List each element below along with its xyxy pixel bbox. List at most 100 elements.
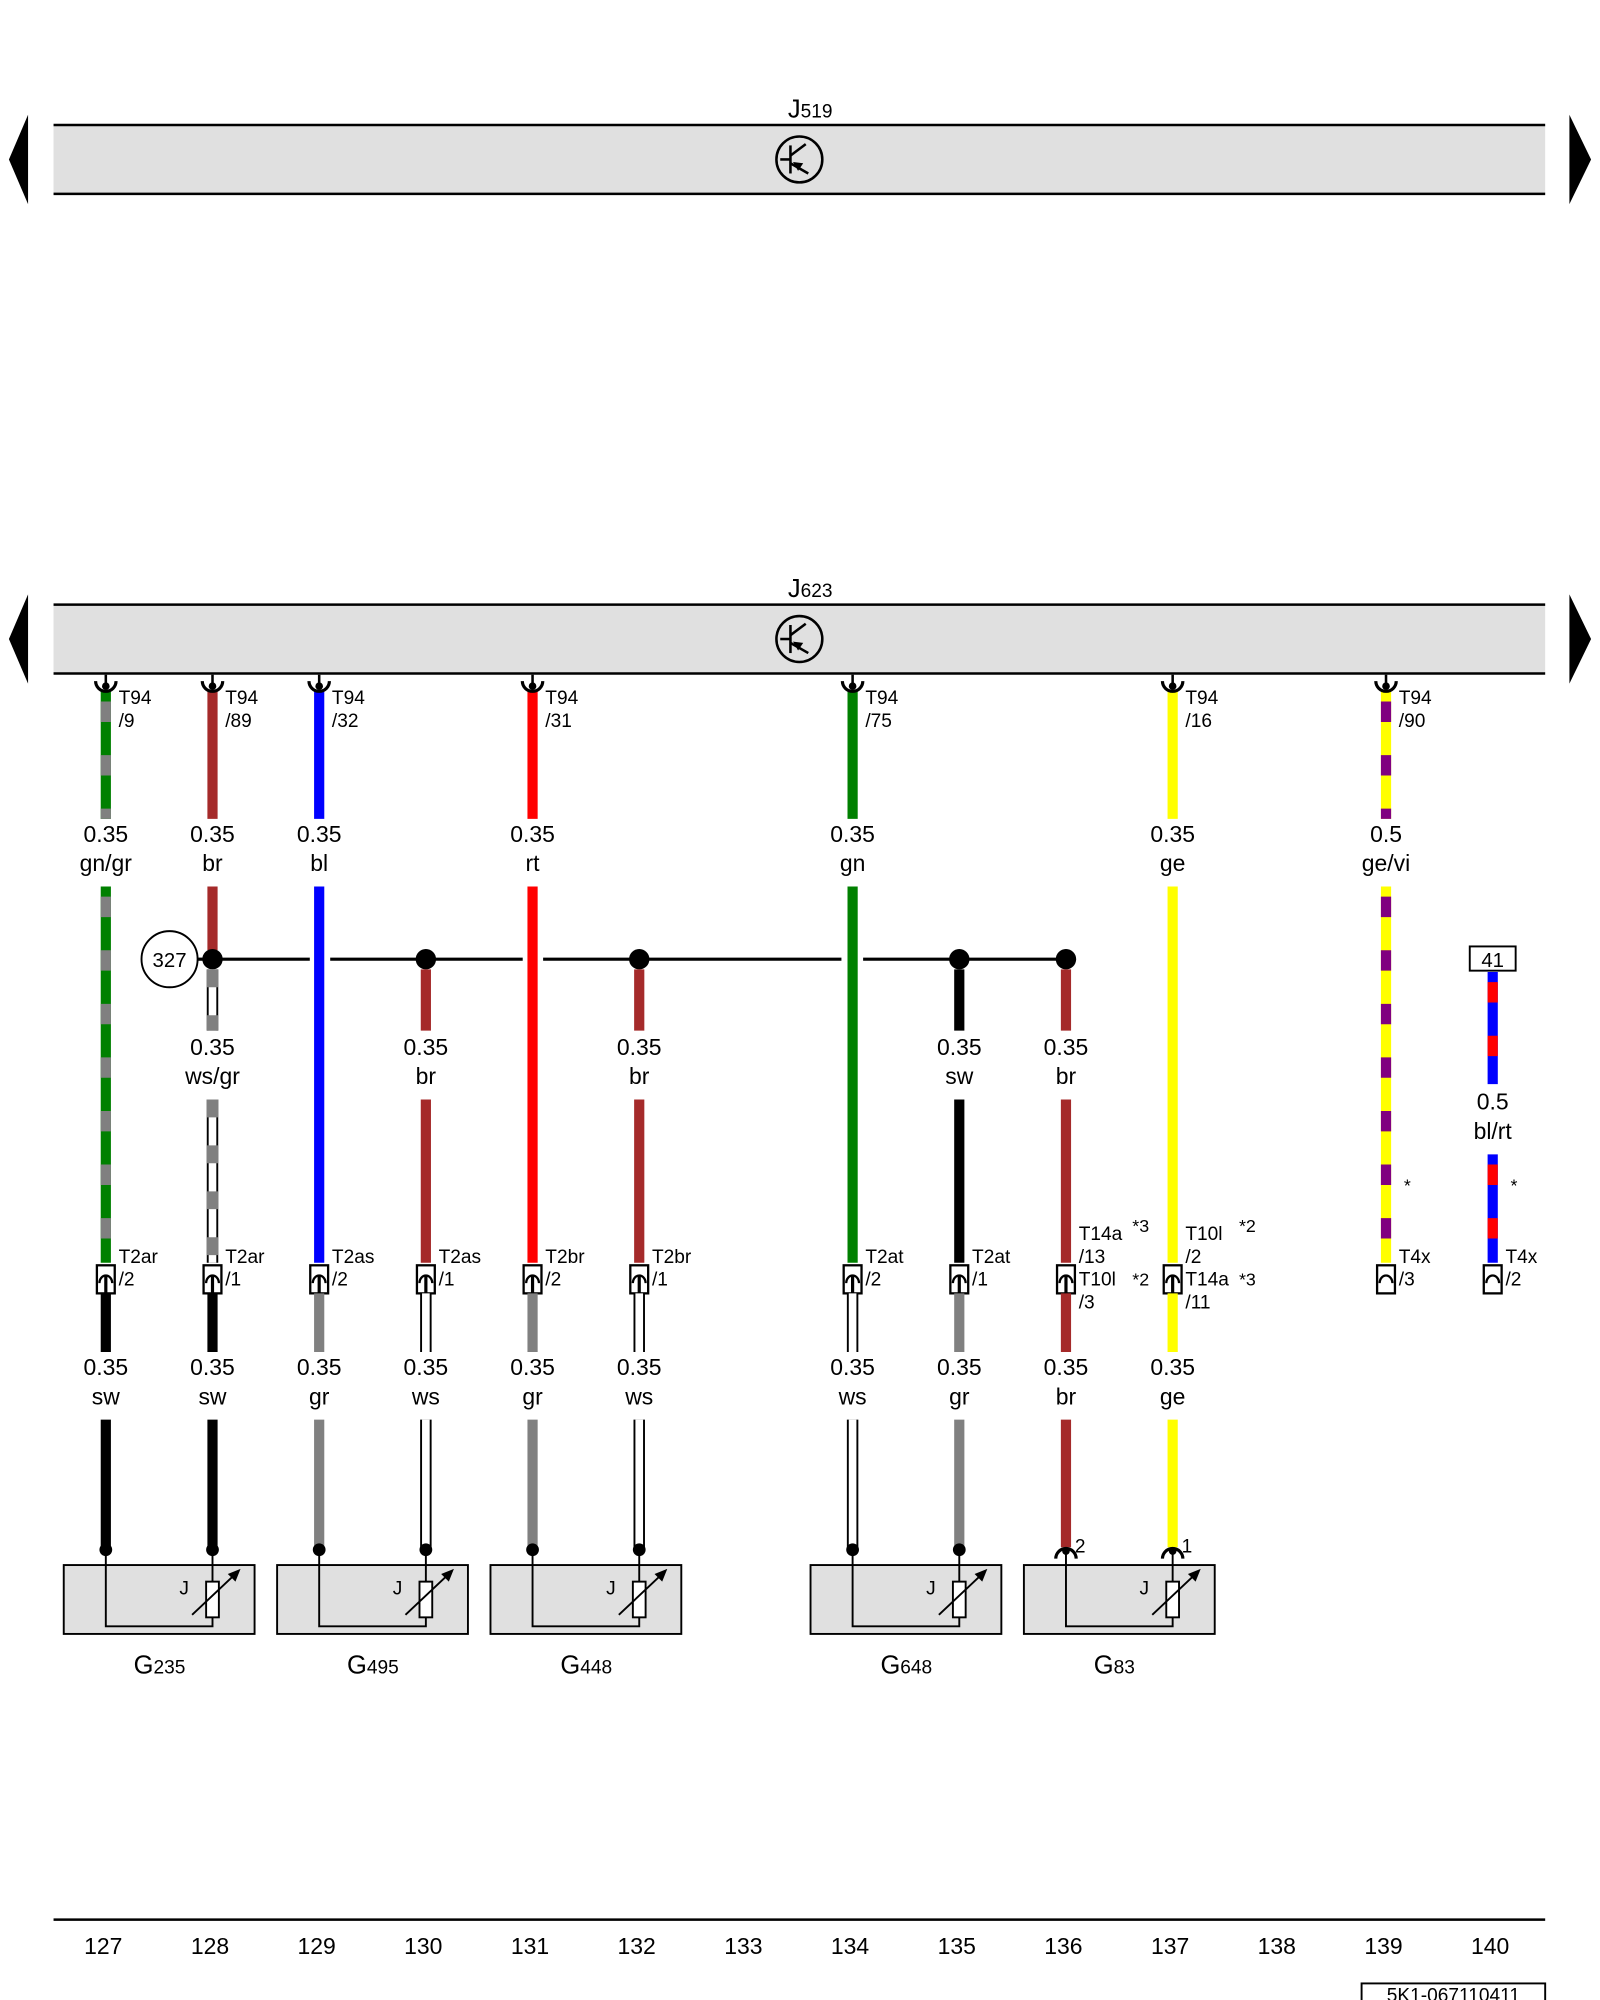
connector-pin-icon [94, 674, 118, 693]
circuit-139: T94/900.5ge/vi*T4x/3 [1362, 674, 1432, 1295]
wire-terminal-dot [419, 1543, 433, 1557]
component-type-label: J [1140, 1578, 1150, 1599]
connector-pin-label: /1 [225, 1270, 241, 1291]
splice-node [949, 948, 970, 970]
connector-label: T94 [1399, 688, 1432, 709]
alt-connector-pin-label: /2 [1185, 1247, 1201, 1268]
footnote-marker: * [1404, 1175, 1411, 1195]
connector-pin-label: /2 [1505, 1270, 1521, 1291]
connector-pin-label: /32 [332, 711, 359, 732]
wire-size-label: 0.35 [1150, 821, 1195, 847]
connector-label: T94 [225, 688, 258, 709]
wire-color-label: br [1056, 1383, 1077, 1409]
splice-node [1055, 948, 1077, 970]
continuation-arrow-left-icon[interactable] [8, 114, 29, 205]
wire-color-label: br [202, 850, 223, 876]
splice-node [415, 948, 437, 970]
wire-terminal-dot [526, 1543, 539, 1557]
wire-color-label: bl/rt [1474, 1118, 1513, 1144]
connector-label: T14a [1185, 1270, 1229, 1291]
footer-code: 5K1-067110411 [1387, 1985, 1520, 2000]
component-number: 448 [580, 1657, 612, 1678]
footnote-marker: *3 [1132, 1216, 1149, 1236]
pin-number: 1 [1182, 1536, 1193, 1557]
connector-label: T10l [1079, 1270, 1116, 1291]
connector-label: T2ar [119, 1247, 159, 1268]
connector-icon [1375, 1264, 1397, 1295]
wire-terminal-dot [632, 1543, 646, 1557]
wire-size-label: 0.35 [190, 1034, 235, 1060]
module-number: 519 [801, 101, 833, 122]
resistor-arrow [618, 1573, 663, 1616]
component-type-label: J [393, 1578, 403, 1599]
resistor [1165, 1580, 1180, 1619]
connector-pin-label: /1 [972, 1270, 988, 1291]
wire-size-label: 0.5 [1370, 821, 1402, 847]
column-number: 130 [404, 1933, 442, 1959]
component-number: 235 [153, 1657, 185, 1678]
connector-arc [1485, 1274, 1501, 1284]
wire-size-label: 0.35 [617, 1034, 662, 1060]
wire-size-label: 0.35 [830, 821, 875, 847]
connector-icon [95, 1264, 116, 1295]
column-number: 127 [84, 1933, 122, 1959]
internal-wire [531, 1553, 641, 1628]
pin-dot [848, 682, 857, 691]
transistor-symbol-icon [775, 614, 824, 664]
continuation-arrow-right-icon[interactable] [1569, 114, 1592, 205]
wire-size-label: 0.35 [297, 1354, 342, 1380]
continuation-arrow-right-icon[interactable] [1569, 594, 1592, 684]
pin-arc [1374, 680, 1398, 693]
connector-housing [1375, 1264, 1397, 1295]
connector-pin-icon [1160, 674, 1185, 693]
symbol-collector [789, 622, 807, 637]
connector-label: T2as [439, 1247, 481, 1268]
control-unit-J519: J519 [8, 95, 1592, 205]
internal-wire [1065, 1553, 1174, 1628]
resistor-arrowhead [654, 1568, 668, 1582]
resistor-arrowhead [227, 1568, 241, 1582]
footnote-marker: *2 [1132, 1270, 1149, 1290]
pin-dot [208, 682, 217, 691]
connector-label: T2at [865, 1247, 904, 1268]
variable-resistor-icon [191, 1568, 241, 1619]
pin-arc [307, 680, 331, 693]
splice-node [202, 948, 223, 970]
component-label: G495 [347, 1651, 399, 1679]
wire-color-label: ws [838, 1383, 867, 1409]
connector-label: T94 [545, 688, 578, 709]
wire-size-label: 0.35 [404, 1354, 449, 1380]
connector-label: T2br [545, 1247, 585, 1268]
component-prefix: G [1094, 1651, 1114, 1679]
reference-label: 41 [1481, 950, 1504, 972]
component-number: 83 [1114, 1657, 1135, 1678]
wire-size-label: 0.35 [83, 821, 128, 847]
alt-connector-label: T14a [1079, 1224, 1123, 1245]
component-number: 648 [900, 1657, 932, 1678]
component-box [809, 1564, 1003, 1635]
wire-color-label: gr [309, 1383, 330, 1409]
footnote-marker: * [1511, 1175, 1518, 1195]
wire-color-label: sw [198, 1383, 226, 1409]
connector-label: T94 [119, 688, 152, 709]
resistor-arrow [191, 1573, 237, 1616]
connector-pin-label: /2 [865, 1270, 881, 1291]
connector-label: T2as [332, 1247, 374, 1268]
internal-wire [851, 1553, 961, 1628]
component-label: G648 [880, 1651, 932, 1679]
column-number: 131 [511, 1933, 549, 1959]
wire-size-label: 0.35 [1044, 1034, 1089, 1060]
wire-size-label: 0.35 [190, 821, 235, 847]
continuation-arrow-left-icon[interactable] [8, 594, 29, 684]
wire-color-label: br [416, 1063, 437, 1089]
wire-color-label: gr [522, 1383, 543, 1409]
module-prefix: J [788, 575, 801, 603]
wire-color-label: br [629, 1063, 650, 1089]
wire-color-label: br [1056, 1063, 1077, 1089]
pin-arc [840, 680, 865, 693]
pin-arc [200, 680, 225, 693]
variable-resistor-icon [1151, 1568, 1201, 1619]
